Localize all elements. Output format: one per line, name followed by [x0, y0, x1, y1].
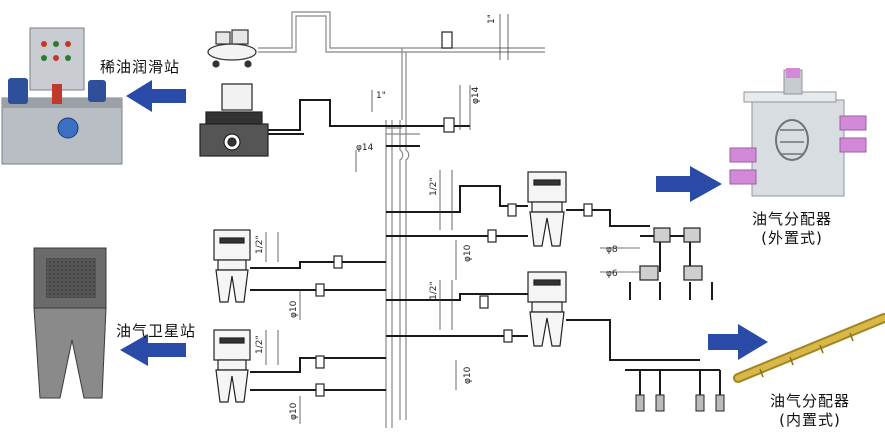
satellite-station-right-lower: [527, 271, 567, 347]
air-compressor: [207, 29, 257, 68]
dim-ext-outlet-b: φ6: [606, 269, 618, 279]
label-thin-oil-station: 稀油润滑站: [100, 58, 181, 76]
dimension-labels: 1" φ14 1" φ14 1/2" φ10 1/2" φ10 1/2" φ10…: [255, 14, 618, 420]
dim-oil-branch: φ14: [356, 143, 374, 153]
label-distributor-internal-line1: 油气分配器: [769, 392, 850, 410]
arrow-to-satellite: [120, 334, 186, 366]
dim-sat-down-oil: φ10: [463, 366, 473, 384]
external-distributor-blocks: [639, 227, 703, 281]
label-distributor-external-line1: 油气分配器: [751, 210, 832, 228]
thin-oil-station-image: [1, 27, 123, 165]
oil-gas-satellite-image: [33, 247, 107, 399]
dim-sat-up-air: 1/2": [429, 177, 439, 196]
satellite-station-left-lower: [213, 329, 251, 403]
internal-distributor-image: [733, 313, 885, 383]
label-distributor-internal: 油气分配器 (内置式): [756, 392, 864, 430]
dim-oil-feed: φ14: [471, 86, 481, 104]
dim-left-bot-air: 1/2": [255, 335, 265, 354]
arrow-to-external-distributor: [656, 166, 722, 202]
label-oil-gas-satellite: 油气卫星站: [116, 322, 197, 340]
satellite-station-left-upper: [213, 229, 251, 303]
dim-sat-down-air: 1/2": [429, 281, 439, 300]
label-distributor-external-line2: (外置式): [761, 229, 823, 247]
dim-main-air: 1": [487, 14, 497, 24]
arrow-to-internal-distributor: [708, 324, 768, 360]
dim-left-top-air: 1/2": [255, 235, 265, 254]
external-distributor-image: [729, 68, 867, 197]
dim-left-top-oil: φ10: [289, 300, 299, 318]
satellite-station-right-upper: [527, 171, 567, 247]
label-distributor-internal-line2: (内置式): [779, 411, 841, 429]
arrows: [120, 80, 768, 366]
label-distributor-external: 油气分配器 (外置式): [738, 210, 846, 248]
dim-sat-up-oil: φ10: [463, 244, 473, 262]
oil-tank-unit: [199, 83, 269, 157]
arrow-to-thin-oil-station: [126, 80, 186, 112]
dim-ext-outlet-a: φ8: [606, 245, 618, 255]
valve-fittings: [315, 31, 593, 397]
dim-air-branch: 1": [376, 91, 386, 101]
internal-distributor-nozzles: [635, 394, 725, 412]
dim-left-bot-oil: φ10: [289, 402, 299, 420]
